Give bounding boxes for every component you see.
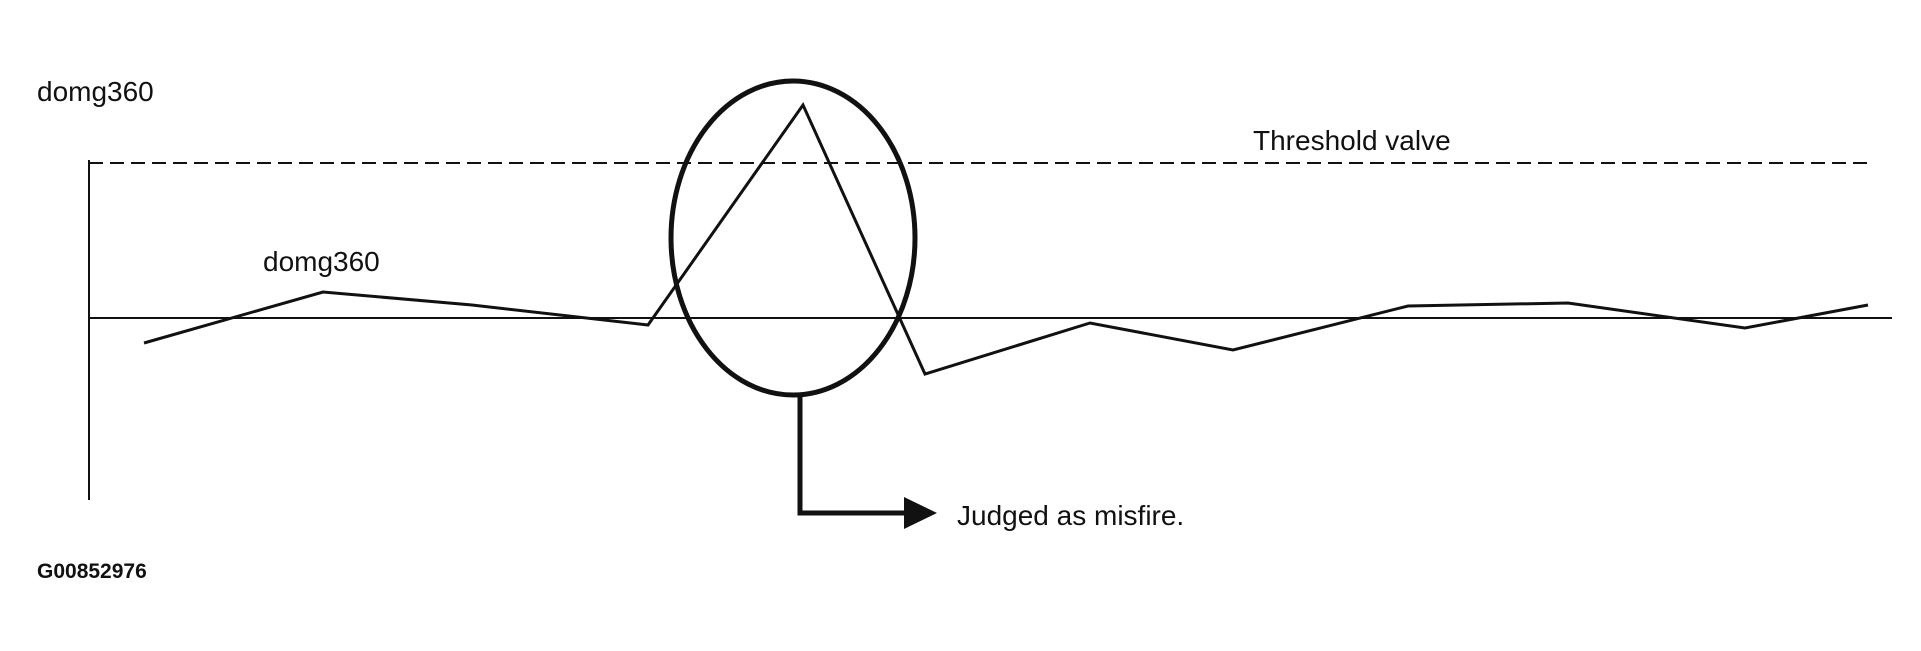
signal-label: domg360 bbox=[263, 246, 380, 277]
axis-title: domg360 bbox=[37, 76, 154, 107]
arrow-right-icon bbox=[904, 497, 937, 529]
threshold-label: Threshold valve bbox=[1253, 125, 1451, 156]
misfire-highlight-ellipse bbox=[668, 78, 918, 398]
signal-waveform bbox=[143, 101, 1869, 376]
figure-id: G00852976 bbox=[37, 560, 147, 583]
callout-label: Judged as misfire. bbox=[957, 500, 1184, 531]
callout-connector bbox=[797, 395, 904, 516]
